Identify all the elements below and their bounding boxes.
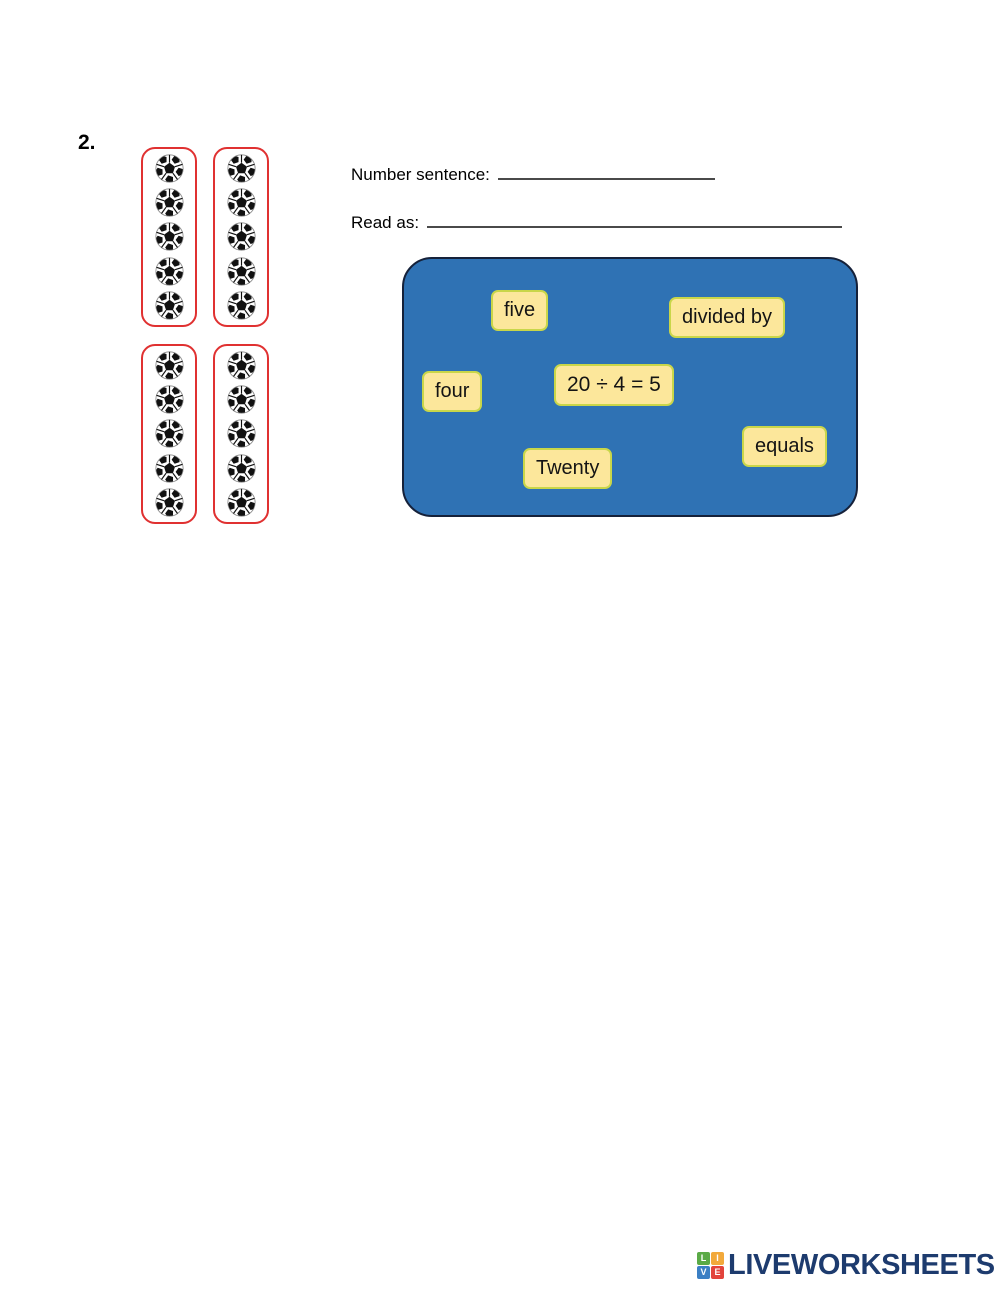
question-number: 2. — [78, 131, 96, 154]
liveworksheets-wordmark: LIVEWORKSHEETS — [728, 1248, 995, 1281]
soccer-ball-icon — [226, 188, 256, 217]
soccer-ball-icon — [226, 222, 256, 252]
soccer-ball-icon — [154, 454, 184, 483]
word-tile-equals[interactable]: equals — [742, 426, 827, 467]
soccer-ball-icon — [154, 419, 184, 449]
answer-line-read-as[interactable] — [427, 211, 843, 228]
soccer-ball-icon — [226, 385, 256, 414]
ball-group — [141, 344, 197, 524]
prompt-number-sentence: Number sentence: — [351, 163, 715, 185]
soccer-ball-icon — [154, 154, 184, 183]
soccer-ball-icon — [154, 188, 184, 217]
answer-line-number-sentence[interactable] — [497, 163, 715, 180]
logo-cell-l: L — [697, 1251, 710, 1265]
logo-cell-v: V — [697, 1265, 710, 1279]
prompt-number-sentence-label: Number sentence: — [351, 165, 490, 184]
word-tile-four[interactable]: four — [422, 371, 483, 412]
soccer-ball-icon — [226, 257, 256, 286]
word-tile-twenty[interactable]: Twenty — [523, 448, 613, 489]
word-tile-five[interactable]: five — [491, 290, 549, 331]
soccer-ball-icon — [226, 351, 256, 380]
ball-group — [213, 147, 269, 327]
soccer-ball-icon — [226, 488, 256, 517]
ball-group — [141, 147, 197, 327]
word-bank-panel: five divided by four 20 ÷ 4 = 5 equals T… — [402, 257, 858, 517]
word-tile-divided-by[interactable]: divided by — [669, 297, 786, 338]
soccer-ball-icon — [154, 385, 184, 414]
soccer-ball-icon — [226, 454, 256, 483]
ball-group — [213, 344, 269, 524]
word-tile-number-sentence[interactable]: 20 ÷ 4 = 5 — [554, 364, 674, 406]
soccer-ball-icon — [154, 222, 184, 252]
prompt-read-as: Read as: — [351, 211, 843, 233]
logo-cell-e: E — [711, 1265, 724, 1279]
soccer-ball-icon — [154, 291, 184, 320]
soccer-ball-icon — [226, 291, 256, 320]
soccer-ball-icon — [226, 419, 256, 449]
ball-group-illustration — [141, 147, 281, 532]
soccer-ball-icon — [154, 257, 184, 286]
logo-cell-i: I — [711, 1251, 724, 1265]
soccer-ball-icon — [154, 488, 184, 517]
soccer-ball-icon — [226, 154, 256, 183]
prompt-read-as-label: Read as: — [351, 213, 420, 232]
soccer-ball-icon — [154, 351, 184, 380]
